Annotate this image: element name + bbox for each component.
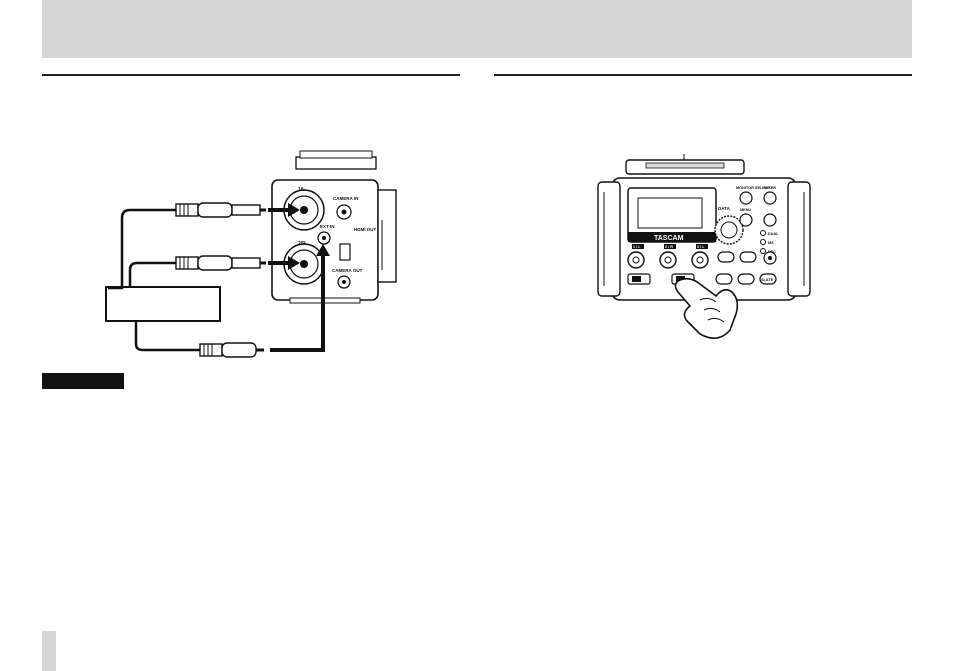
play-button[interactable] bbox=[739, 251, 757, 263]
jack-label-2r: 2/R bbox=[298, 241, 306, 247]
func-button-2[interactable] bbox=[737, 273, 755, 285]
plug-3 bbox=[199, 342, 264, 358]
arrow-from-camera-jack bbox=[270, 244, 330, 352]
jack-label-1l: 1/L bbox=[298, 187, 305, 193]
slate-label: SLATE bbox=[761, 278, 774, 282]
data-label: DATA bbox=[718, 206, 731, 211]
func-button-1[interactable] bbox=[715, 273, 733, 285]
plug-1 bbox=[175, 202, 266, 218]
arrow-to-input-1 bbox=[268, 203, 300, 217]
header-band bbox=[42, 0, 912, 58]
page-marker bbox=[42, 631, 56, 671]
mixer-label: MIXER bbox=[764, 186, 776, 190]
external-device-box bbox=[105, 286, 221, 322]
monitor-select-button[interactable] bbox=[739, 191, 753, 205]
jack-label-camera-out: CAMERA OUT bbox=[332, 268, 363, 273]
slate-button[interactable] bbox=[759, 273, 777, 285]
plug-2 bbox=[175, 255, 266, 271]
ch2-label: 2 / R bbox=[665, 245, 673, 249]
ch1-label: 1 / L bbox=[633, 245, 641, 249]
menu-label: MENU bbox=[740, 208, 751, 212]
pointing-hand bbox=[674, 277, 739, 339]
cable-2 bbox=[128, 261, 176, 288]
note-label bbox=[42, 373, 124, 389]
jack-label-hdmi: HDMI OUT bbox=[354, 227, 376, 232]
dual-led-label: DUAL bbox=[768, 232, 779, 236]
monitor-select-label: MONITOR SELECT bbox=[736, 186, 771, 190]
cable-1 bbox=[108, 208, 176, 290]
jack-label-camera-in: CAMERA IN bbox=[333, 196, 358, 201]
section-rule-right bbox=[494, 74, 912, 76]
jack-label-mic-in: EXT-IN bbox=[320, 224, 335, 229]
svg-text:TASCAM: TASCAM bbox=[654, 235, 684, 242]
ch3-label: 3 / L bbox=[697, 245, 705, 249]
quick-button[interactable] bbox=[763, 213, 777, 227]
arrow-to-input-2 bbox=[268, 256, 300, 270]
mixer-button[interactable] bbox=[763, 191, 777, 205]
cable-3 bbox=[134, 321, 200, 352]
stop-button[interactable] bbox=[717, 251, 735, 263]
ms-led-label: MS bbox=[768, 241, 774, 245]
menu-button[interactable] bbox=[739, 213, 753, 227]
section-rule-left bbox=[42, 74, 460, 76]
